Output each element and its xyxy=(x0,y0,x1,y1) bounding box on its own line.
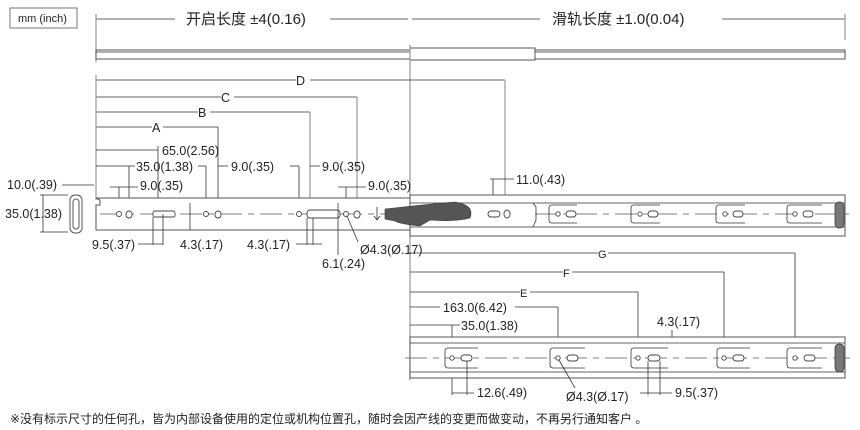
rail-length-dimension: 滑轨长度 ±1.0(0.04) xyxy=(412,11,846,40)
dim-9-c: 9.0(.35) xyxy=(140,179,183,193)
lower-hole-dimensions: G F E 163.0(6.42) 35.0(1.38) 4.3(.17) xyxy=(410,249,796,395)
dim-D: D xyxy=(296,74,305,88)
dim-4-3-bottom: 4.3(.17) xyxy=(657,315,700,329)
dim-4-3-a: 4.3(.17) xyxy=(180,238,223,252)
dim-height: 35.0(1.38) xyxy=(5,207,62,221)
dim-65: 65.0(2.56) xyxy=(162,144,219,158)
dim-4-3-b: 4.3(.17) xyxy=(247,238,290,252)
dim-12-6: 12.6(.49) xyxy=(477,386,527,400)
dim-B: B xyxy=(198,106,206,120)
direction-arrow-icon xyxy=(384,201,472,227)
dim-9-b: 9.0(.35) xyxy=(322,160,365,174)
outer-rail-lower xyxy=(405,336,850,379)
hole-dia-top: Ø4.3(Ø.17) xyxy=(360,243,423,257)
dim-9-5-top: 9.5(.37) xyxy=(92,238,135,252)
dim-6-1: 6.1(.24) xyxy=(322,257,365,271)
dim-35-bottom: 35.0(1.38) xyxy=(461,319,518,333)
footnote: ※没有标示尺寸的任何孔，皆为内部设备使用的定位或机构位置孔，随时会因产线的变更而… xyxy=(10,411,647,426)
dim-F: F xyxy=(563,268,570,280)
open-length-dimension: 开启长度 ±4(0.16) xyxy=(95,11,408,62)
inner-member-dims: 9.5(.37) 4.3(.17) 4.3(.17) 6.1(.24) Ø4.3… xyxy=(92,203,423,271)
rail-length-label: 滑轨长度 ±1.0(0.04) xyxy=(552,11,684,28)
upper-hole-dimensions: D C B A 65.0(2.56) 35.0(1.38) 9.0(.35) 9… xyxy=(7,74,565,212)
dim-C: C xyxy=(221,91,230,105)
dim-A: A xyxy=(152,121,161,135)
outer-rail-lower-dims: 12.6(.49) Ø4.3(Ø.17) 9.5(.37) xyxy=(452,359,718,404)
dim-35-top: 35.0(1.38) xyxy=(136,160,193,174)
dim-11: 11.0(.43) xyxy=(516,173,565,187)
hole-dia-bottom: Ø4.3(Ø.17) xyxy=(566,390,629,404)
dim-9-d: 9.0(.35) xyxy=(368,179,411,193)
open-length-label: 开启长度 ±4(0.16) xyxy=(186,11,306,28)
rail-profile: 35.0(1.38) xyxy=(5,194,83,234)
dim-163: 163.0(6.42) xyxy=(443,301,507,315)
extended-rail-top-view xyxy=(95,47,846,61)
rail-end-stop-lower xyxy=(834,343,845,373)
dim-9-a: 9.0(.35) xyxy=(231,160,274,174)
dim-E: E xyxy=(520,288,527,300)
dim-9-5-bottom: 9.5(.37) xyxy=(675,386,718,400)
unit-label-box: mm (inch) xyxy=(9,7,78,29)
dim-G: G xyxy=(598,249,607,261)
rail-end-stop xyxy=(834,201,845,229)
dim-10: 10.0(.39) xyxy=(7,178,57,192)
unit-label: mm (inch) xyxy=(18,13,67,25)
outer-rail-upper xyxy=(384,194,850,237)
inner-member xyxy=(95,197,411,231)
